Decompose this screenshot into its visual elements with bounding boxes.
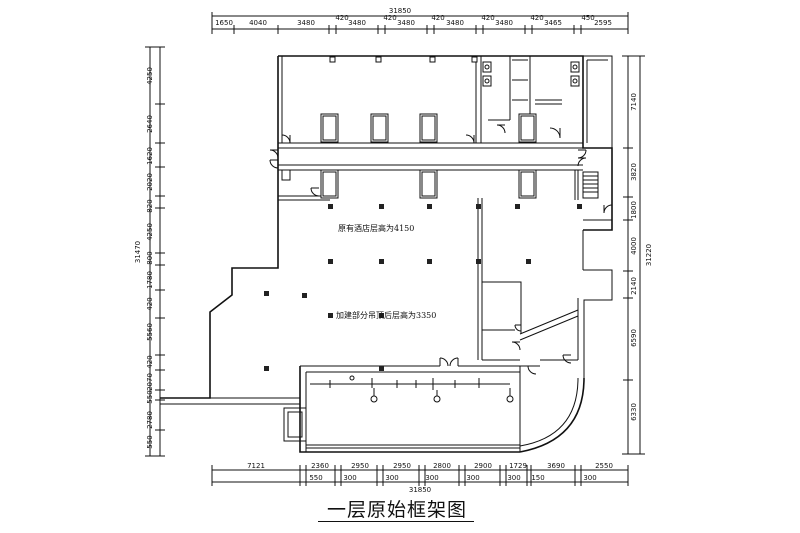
left-dim-5: 820 [146,199,154,212]
bottom-dim-8: 3690 [547,462,565,470]
top-dim-11: 3480 [495,19,513,27]
left-dim-15: 550 [146,435,154,448]
left-dim-6: 4250 [146,223,154,241]
left-dim-14: 2780 [146,411,154,429]
top-dim-5: 3480 [348,19,366,27]
left-dim-7: 800 [146,251,154,264]
bottom-dim-13: 300 [425,474,438,482]
right-total-dimension: 31220 [645,244,653,266]
bottom-dimension-chain: 7121 2360 2950 2950 2800 2900 1729 3690 … [211,462,629,494]
building-outline [159,55,613,453]
bottom-dim-12: 300 [385,474,398,482]
left-dim-3: 1620 [146,147,154,165]
bottom-dim-2: 2360 [311,462,329,470]
bottom-dim-3: 2950 [351,462,369,470]
left-dim-8: 1780 [146,271,154,289]
right-dim-6: 6590 [630,329,638,347]
right-dim-5: 2140 [630,277,638,295]
top-dim-8: 420 [431,14,444,22]
bottom-dim-11: 300 [343,474,356,482]
left-dimension-chain: 31470 4250 2640 1620 2020 820 4250 800 1… [134,46,165,457]
right-dim-1: 7140 [630,93,638,111]
right-dim-2: 3820 [630,163,638,181]
top-dim-6: 420 [383,14,396,22]
left-dim-2: 2640 [146,115,154,133]
addition-height-note: 加建部分吊顶后层高为3350 [336,310,436,320]
top-dim-14: 450 [581,14,594,22]
right-dimension-chain: 31220 7140 3820 1800 4000 2140 6590 6330 [622,55,653,455]
bottom-dim-17: 300 [583,474,596,482]
bottom-dim-7: 1729 [509,462,527,470]
top-dimension-chain: 31850 1650 4040 3480 420 3480 420 3480 4… [211,7,629,34]
top-dim-4: 420 [335,14,348,22]
doors [269,124,613,375]
bottom-dim-9: 2550 [595,462,613,470]
bottom-total-dimension: 31850 [409,486,431,494]
washroom-fixtures [482,59,580,101]
left-dim-12: 2070 [146,373,154,391]
right-dim-3: 1800 [630,201,638,219]
top-dim-12: 420 [530,14,543,22]
top-dim-1: 1650 [215,19,233,27]
bottom-dim-6: 2900 [474,462,492,470]
left-dim-1: 4250 [146,67,154,85]
left-dim-11: 420 [146,355,154,368]
left-dim-13: 550 [146,390,154,403]
bottom-dim-15: 300 [507,474,520,482]
top-dim-2: 4040 [249,19,267,27]
columns [264,56,582,371]
bottom-dim-16: 150 [531,474,544,482]
left-total-dimension: 31470 [134,241,142,263]
ceiling-fixtures [310,375,514,403]
left-dim-10: 5560 [146,323,154,341]
hotel-height-note: 原有酒店层高为4150 [338,223,414,233]
stair [582,171,599,199]
top-dim-13: 3465 [544,19,562,27]
top-dim-15: 2595 [594,19,612,27]
interior-walls [278,56,612,452]
right-dim-7: 6330 [630,403,638,421]
top-dim-7: 3480 [397,19,415,27]
top-dim-3: 3480 [297,19,315,27]
right-dim-4: 4000 [630,237,638,255]
bottom-dim-4: 2950 [393,462,411,470]
bottom-dim-1: 7121 [247,462,265,470]
title-underline [318,521,474,522]
top-dim-10: 420 [481,14,494,22]
bottom-dim-10: 550 [309,474,322,482]
bottom-dim-14: 300 [466,474,479,482]
drawing-title: 一层原始框架图 [326,499,467,521]
left-dim-9: 420 [146,297,154,310]
left-dim-4: 2020 [146,173,154,191]
top-total-dimension: 31850 [389,7,411,15]
bottom-dim-5: 2800 [433,462,451,470]
top-dim-9: 3480 [446,19,464,27]
